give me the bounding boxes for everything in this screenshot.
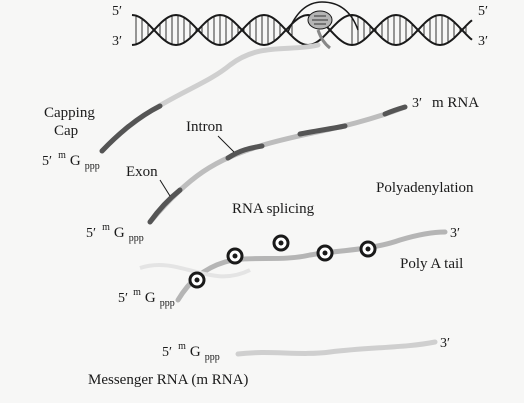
primary-transcript-dark-segment	[99, 103, 163, 154]
poly-a-bead	[359, 240, 377, 258]
dna-5prime-left: 5′	[112, 4, 122, 19]
polymerase-hatch	[312, 15, 328, 25]
poly-a-bead	[316, 244, 334, 262]
mature-mrna-strand	[235, 339, 438, 357]
exon-segment-2	[225, 143, 265, 161]
poly-a-bead	[188, 271, 206, 289]
poly-a-bead	[272, 234, 290, 252]
cap-label: Cap	[54, 123, 78, 139]
exon-segment-4	[382, 104, 408, 117]
messenger-rna-title: Messenger RNA (m RNA)	[88, 372, 248, 388]
primary-transcript-strand	[99, 42, 321, 154]
dna-3prime-left: 3′	[112, 34, 122, 49]
intron-pointer	[217, 135, 235, 153]
mature-mrna-3prime: 3′	[440, 336, 450, 351]
polyadenylation-label: Polyadenylation	[376, 180, 474, 196]
intron-label: Intron	[186, 119, 223, 135]
spliced-mrna-strand	[175, 229, 448, 303]
rna-splicing-label: RNA splicing	[232, 201, 315, 217]
poly-a-3prime: 3′	[450, 226, 460, 241]
cap-group-1: 5′ m G ppp	[42, 145, 100, 172]
exon-segment-1	[147, 187, 183, 225]
helix-strand-a	[131, 13, 473, 47]
transcription-bubble	[287, 1, 359, 33]
faint-background-strand	[139, 263, 251, 279]
helix-strand-b	[131, 13, 473, 47]
mrna-3prime: 3′	[412, 96, 422, 111]
dna-5prime-right: 5′	[478, 4, 488, 19]
dna-3prime-right: 3′	[478, 34, 488, 49]
cap-group-4: 5′ m G ppp	[162, 336, 220, 363]
cap-group-2: 5′ m G ppp	[86, 217, 144, 244]
poly-a-beads	[188, 234, 377, 289]
rna-exit	[316, 29, 331, 50]
helix-base-pairs	[135, 15, 467, 45]
exon-label: Exon	[126, 164, 158, 180]
exon-segment-3	[297, 123, 348, 137]
poly-a-bead	[226, 247, 244, 265]
cap-group-3: 5′ m G ppp	[118, 282, 175, 309]
poly-a-tail-label: Poly A tail	[400, 256, 463, 272]
mrna-label: m RNA	[432, 95, 479, 111]
capping-label: Capping	[44, 105, 95, 121]
dna-double-helix	[131, 1, 473, 50]
exon-pointer	[159, 179, 171, 197]
